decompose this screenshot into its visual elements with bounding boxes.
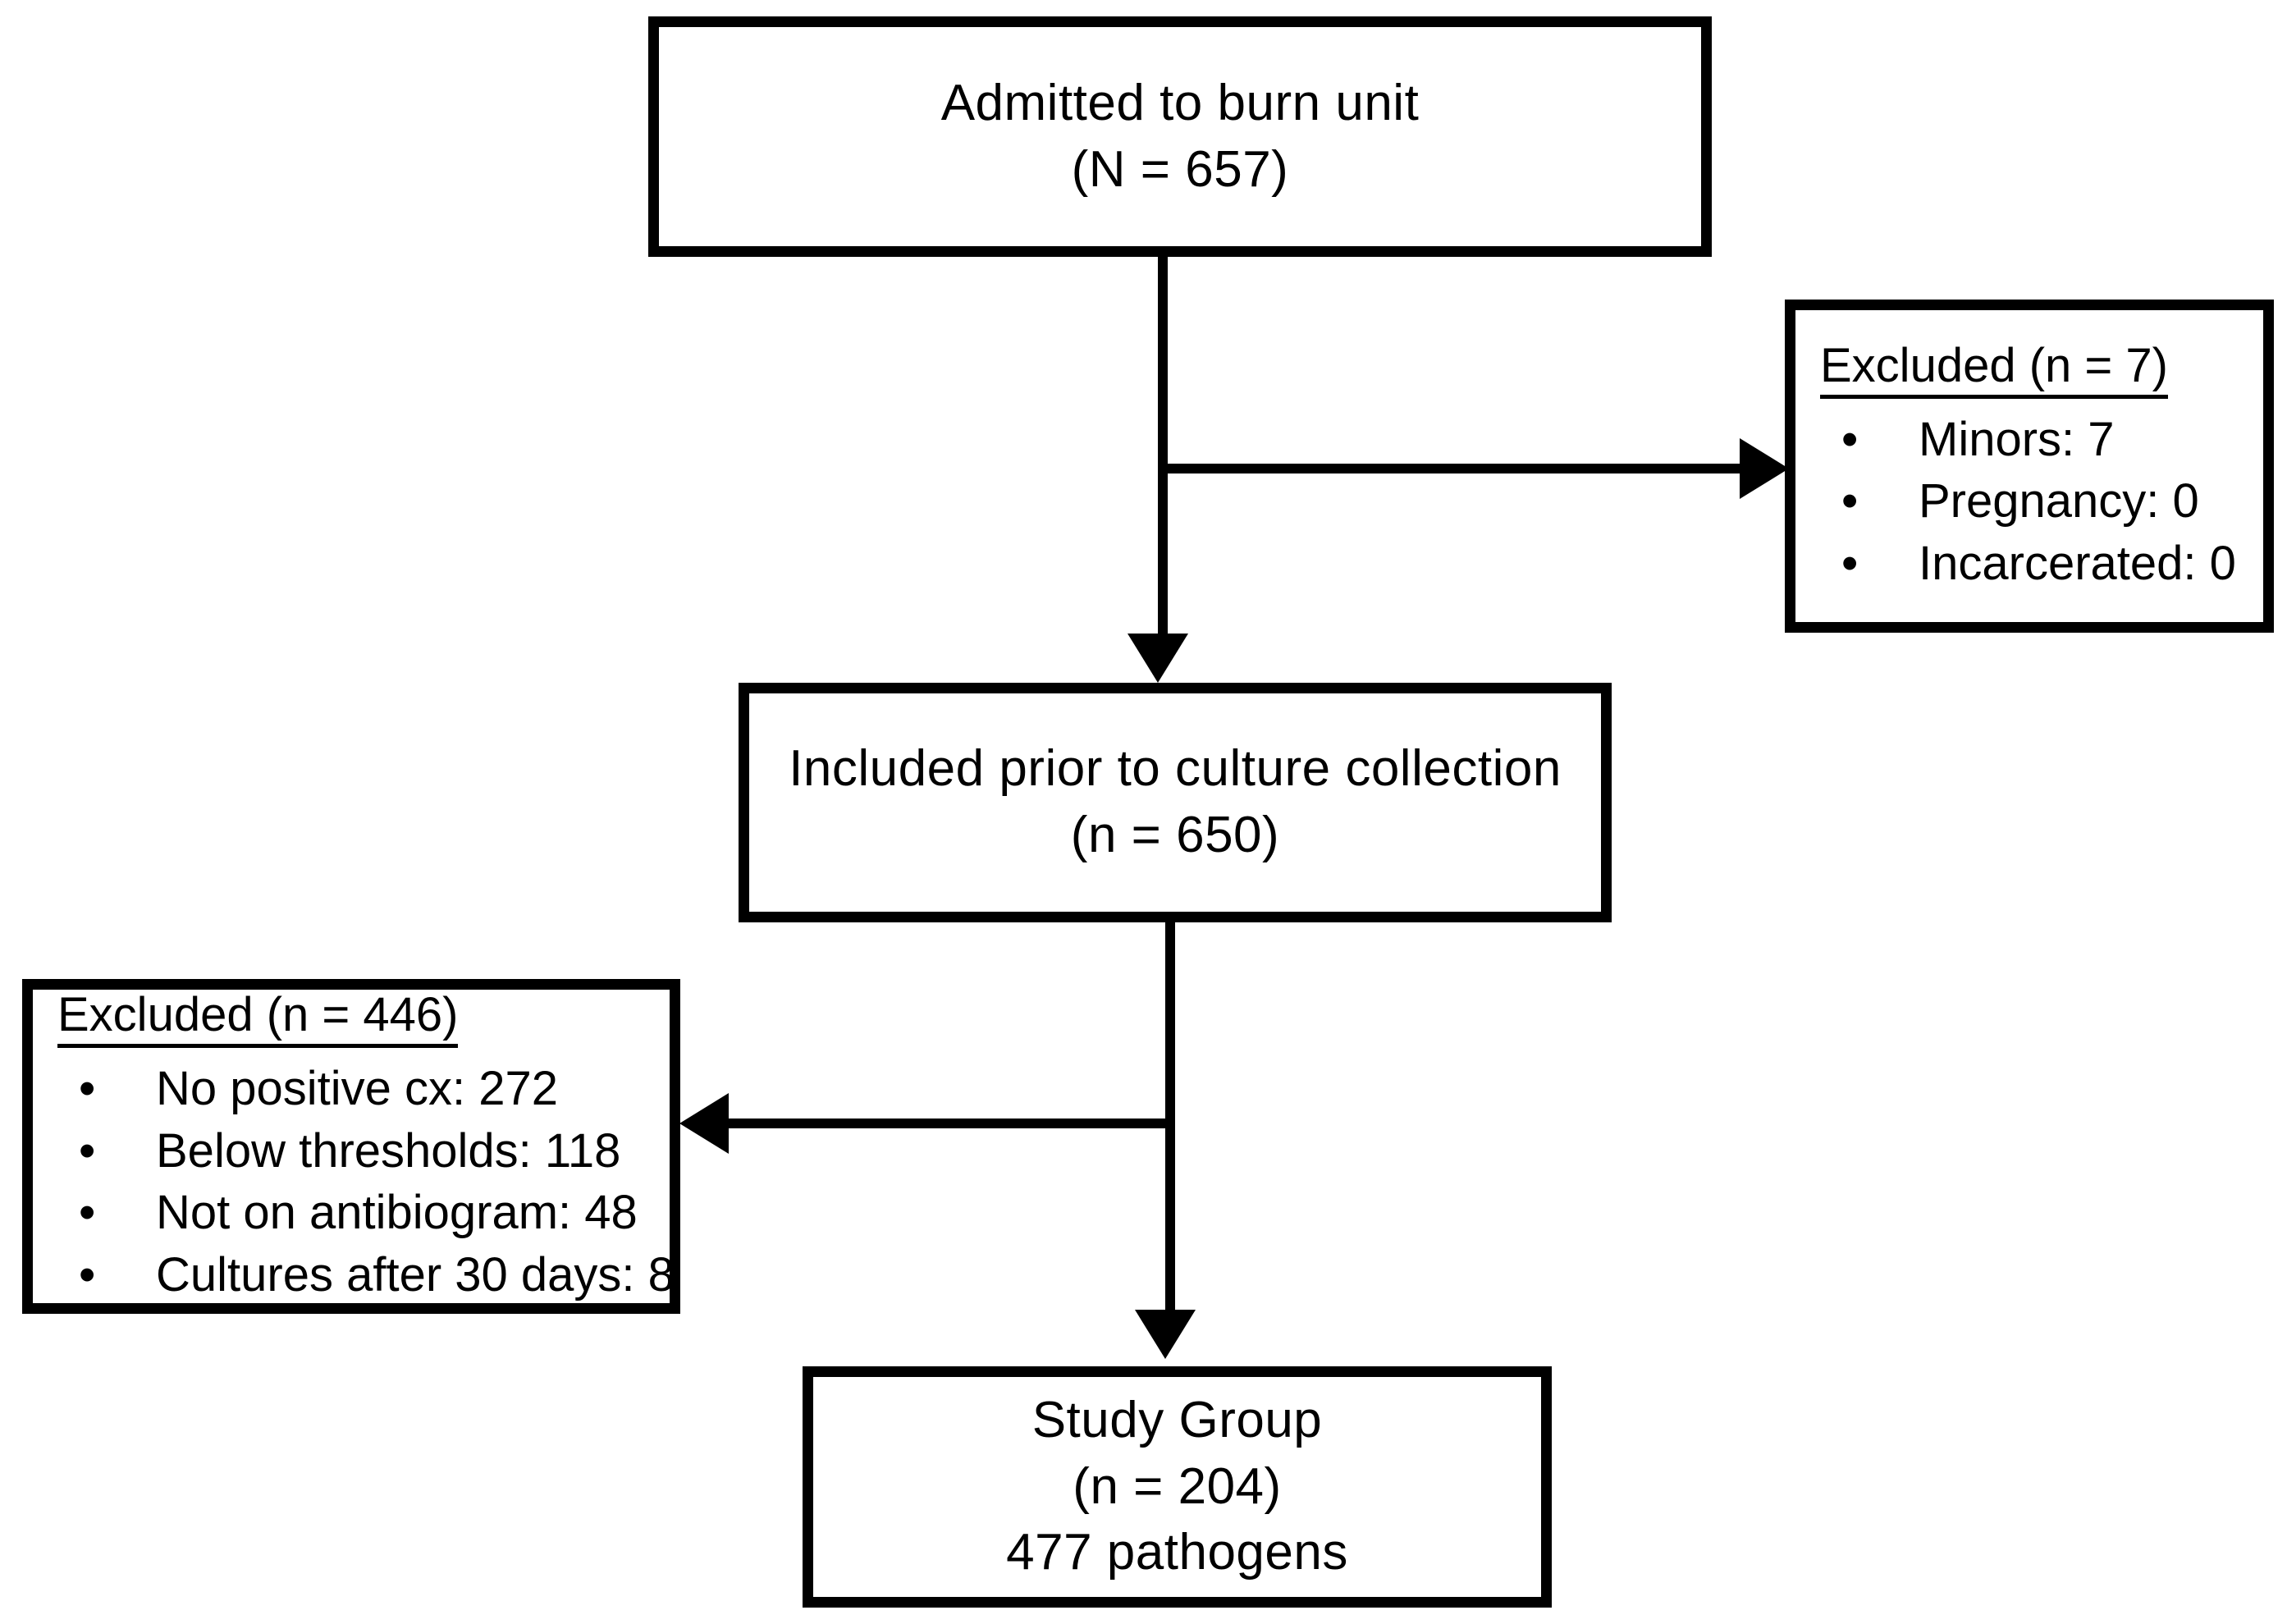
list-item: • Incarcerated: 0 xyxy=(1820,533,2250,594)
node-study-group-line-1: Study Group xyxy=(1031,1392,1323,1449)
node-excluded-minors: Excluded (n = 7) • Minors: 7 • Pregnancy… xyxy=(1785,300,2274,633)
excluded-minors-list: • Minors: 7 • Pregnancy: 0 • Incarcerate… xyxy=(1820,409,2250,594)
node-included-prior-to-culture-collection: Included prior to culture collection (n … xyxy=(739,683,1612,922)
arrow-left-icon-to-excluded-culture xyxy=(679,1093,729,1154)
bullet-icon: • xyxy=(1841,474,1859,528)
node-study-group: Study Group (n = 204) 477 pathogens xyxy=(803,1366,1552,1608)
arrow-right-icon-to-excluded-minors xyxy=(1740,438,1789,499)
node-admitted-line-1: Admitted to burn unit xyxy=(940,74,1420,131)
list-item-label: Cultures after 30 days: 8 xyxy=(156,1247,675,1301)
list-item-label: Pregnancy: 0 xyxy=(1919,474,2199,528)
bullet-icon: • xyxy=(79,1247,96,1301)
node-admitted-to-burn-unit: Admitted to burn unit (N = 657) xyxy=(648,16,1712,257)
list-item-label: No positive cx: 272 xyxy=(156,1062,559,1116)
bullet-icon: • xyxy=(1841,413,1859,467)
bullet-icon: • xyxy=(1841,536,1859,590)
list-item: • Below thresholds: 118 xyxy=(57,1120,656,1182)
bullet-icon: • xyxy=(79,1062,96,1116)
list-item-label: Not on antibiogram: 48 xyxy=(156,1186,638,1240)
list-item: • Cultures after 30 days: 8 xyxy=(57,1244,675,1306)
excluded-culture-body: Excluded (n = 446) • No positive cx: 272… xyxy=(33,987,675,1306)
bullet-icon: • xyxy=(79,1123,96,1178)
excluded-culture-heading: Excluded (n = 446) xyxy=(57,987,459,1049)
list-item: • No positive cx: 272 xyxy=(57,1058,656,1119)
list-item-label: Incarcerated: 0 xyxy=(1919,536,2236,590)
node-study-group-line-2: (n = 204) xyxy=(1073,1457,1282,1515)
list-item-label: Minors: 7 xyxy=(1919,413,2115,467)
excluded-culture-list: • No positive cx: 272 • Below thresholds… xyxy=(57,1058,675,1306)
node-study-group-line-3: 477 pathogens xyxy=(1006,1524,1348,1581)
excluded-minors-heading: Excluded (n = 7) xyxy=(1820,338,2168,400)
node-included-line-2: (n = 650) xyxy=(1070,807,1280,863)
list-item: • Not on antibiogram: 48 xyxy=(57,1182,656,1243)
list-item-label: Below thresholds: 118 xyxy=(156,1123,621,1178)
bullet-icon: • xyxy=(79,1186,96,1240)
node-included-line-1: Included prior to culture collection xyxy=(789,740,1562,798)
edge-admitted-to-included-line xyxy=(1158,257,1168,638)
list-item: • Minors: 7 xyxy=(1820,409,2250,470)
node-excluded-culture-criteria: Excluded (n = 446) • No positive cx: 272… xyxy=(22,979,680,1314)
list-item: • Pregnancy: 0 xyxy=(1820,470,2250,532)
arrow-down-icon-included-to-study-group xyxy=(1135,1310,1196,1359)
node-admitted-line-2: (N = 657) xyxy=(1071,140,1289,198)
edge-included-to-excluded-culture-line xyxy=(729,1119,1175,1128)
arrow-down-icon-admitted-to-included xyxy=(1127,634,1188,683)
excluded-minors-body: Excluded (n = 7) • Minors: 7 • Pregnancy… xyxy=(1795,338,2263,594)
edge-admitted-to-excluded-minors-line xyxy=(1158,464,1746,473)
